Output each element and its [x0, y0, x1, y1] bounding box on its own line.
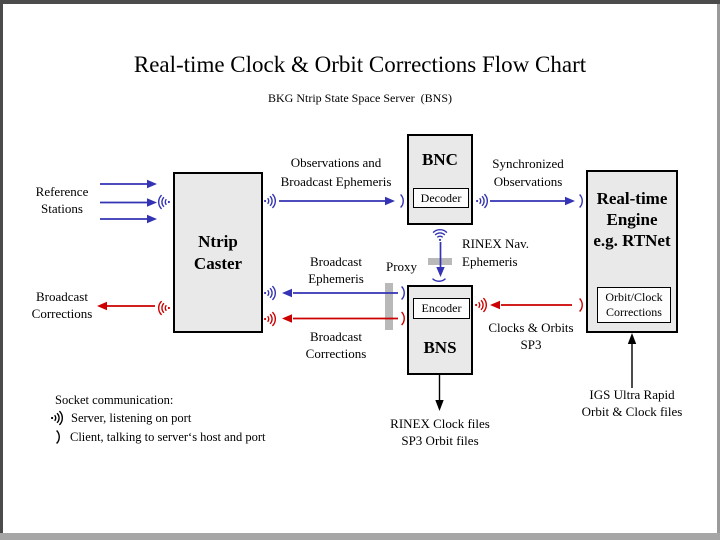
server-socket-icon-caster-left-red: [157, 300, 171, 316]
label-observations-ephemeris: Observations and Broadcast Ephemeris: [280, 155, 392, 189]
page-subtitle: BKG Ntrip State Space Server (BNS): [268, 91, 452, 105]
client-socket-icon-bns-left-red: [400, 311, 405, 326]
server-socket-icon-bnc-bottom: [432, 228, 448, 242]
bnc-to-rtnet-arrow-head: [565, 196, 575, 206]
legend-client-row: Client, talking to server‘s host and por…: [56, 429, 265, 445]
frame-bottom: [0, 533, 720, 540]
reference-arrow-2-head: [147, 198, 157, 207]
label-clocks-orbits-sp3: Clocks & Orbits SP3: [488, 320, 574, 352]
bns-to-caster-corrections-arrow-head: [282, 314, 292, 323]
label-rinex-nav-ephemeris: RINEX Nav. Ephemeris: [462, 236, 530, 269]
client-socket-icon-bns-left-blue: [400, 285, 405, 301]
client-socket-icon-rtnet-left-red: [578, 297, 583, 313]
page-title: Real-time Clock & Orbit Corrections Flow…: [133, 52, 587, 77]
node-rt-engine-label: Real-time Engine e.g. RTNet: [593, 189, 671, 250]
label-broadcast-ephemeris-mid: Broadcast Ephemeris: [308, 254, 364, 286]
server-socket-icon-caster-right-top: [263, 193, 277, 209]
frame-top: [0, 0, 720, 4]
node-bnc: BNC Decoder: [407, 134, 473, 225]
bns-to-caster-ephemeris-arrow-head: [282, 288, 292, 298]
server-socket-icon: [51, 410, 64, 426]
client-socket-icon-bnc-left: [399, 193, 404, 209]
node-orbit-clock-corrections: Orbit/Clock Corrections: [597, 287, 671, 323]
server-socket-icon-bns-right: [474, 297, 488, 313]
client-socket-icon-bns-top: [431, 277, 447, 282]
reference-arrow-3-head: [147, 214, 157, 224]
label-rinex-clock-files: RINEX Clock files SP3 Orbit files: [390, 416, 490, 448]
bnc-to-bns-arrow-head: [436, 267, 445, 277]
node-bns-label: BNS: [423, 338, 457, 357]
server-socket-icon-caster-left: [157, 194, 171, 210]
igs-input-arrow-head: [627, 333, 637, 344]
label-broadcast-corrections-mid: Broadcast Corrections: [305, 329, 367, 361]
label-broadcast-corrections-left: Broadcast Corrections: [31, 289, 93, 321]
node-bnc-label: BNC: [422, 150, 458, 169]
client-socket-icon-rtnet-left: [578, 193, 583, 209]
label-reference-stations: Reference Stations: [35, 184, 89, 216]
reference-arrow-1-head: [147, 179, 157, 189]
node-bnc-decoder: Decoder: [413, 188, 469, 208]
node-rt-engine: Real-time Engine e.g. RTNet Orbit/Clock …: [586, 170, 678, 333]
bns-output-arrow-head: [435, 400, 444, 411]
server-socket-icon-caster-right-red: [263, 311, 277, 327]
proxy-bar-horizontal: [428, 258, 452, 265]
server-socket-icon-bnc-right: [475, 193, 489, 209]
label-proxy: Proxy: [386, 259, 418, 274]
label-synchronized-observations: Synchronized Observations: [492, 156, 564, 189]
frame-right: [717, 4, 720, 533]
node-bns-encoder: Encoder: [413, 298, 470, 319]
node-ntrip-caster-label: Ntrip Caster: [193, 231, 243, 273]
legend-heading: Socket communication:: [55, 393, 174, 407]
label-igs-ultra-rapid: IGS Ultra Rapid Orbit & Clock files: [581, 387, 683, 419]
server-socket-icon-caster-right-mid: [263, 285, 277, 301]
node-bns: Encoder BNS: [407, 285, 473, 375]
legend-client-text: Client, talking to server‘s host and por…: [70, 429, 266, 444]
frame-left: [0, 0, 3, 533]
proxy-bar-vertical: [385, 283, 393, 330]
client-socket-icon: [56, 429, 60, 445]
rtnet-to-bns-arrow-head: [490, 300, 500, 310]
caster-to-bnc-arrow-head: [385, 196, 395, 206]
legend-server-row: Server, listening on port: [51, 410, 191, 426]
legend-server-text: Server, listening on port: [71, 410, 192, 425]
node-ntrip-caster: Ntrip Caster: [173, 172, 263, 333]
